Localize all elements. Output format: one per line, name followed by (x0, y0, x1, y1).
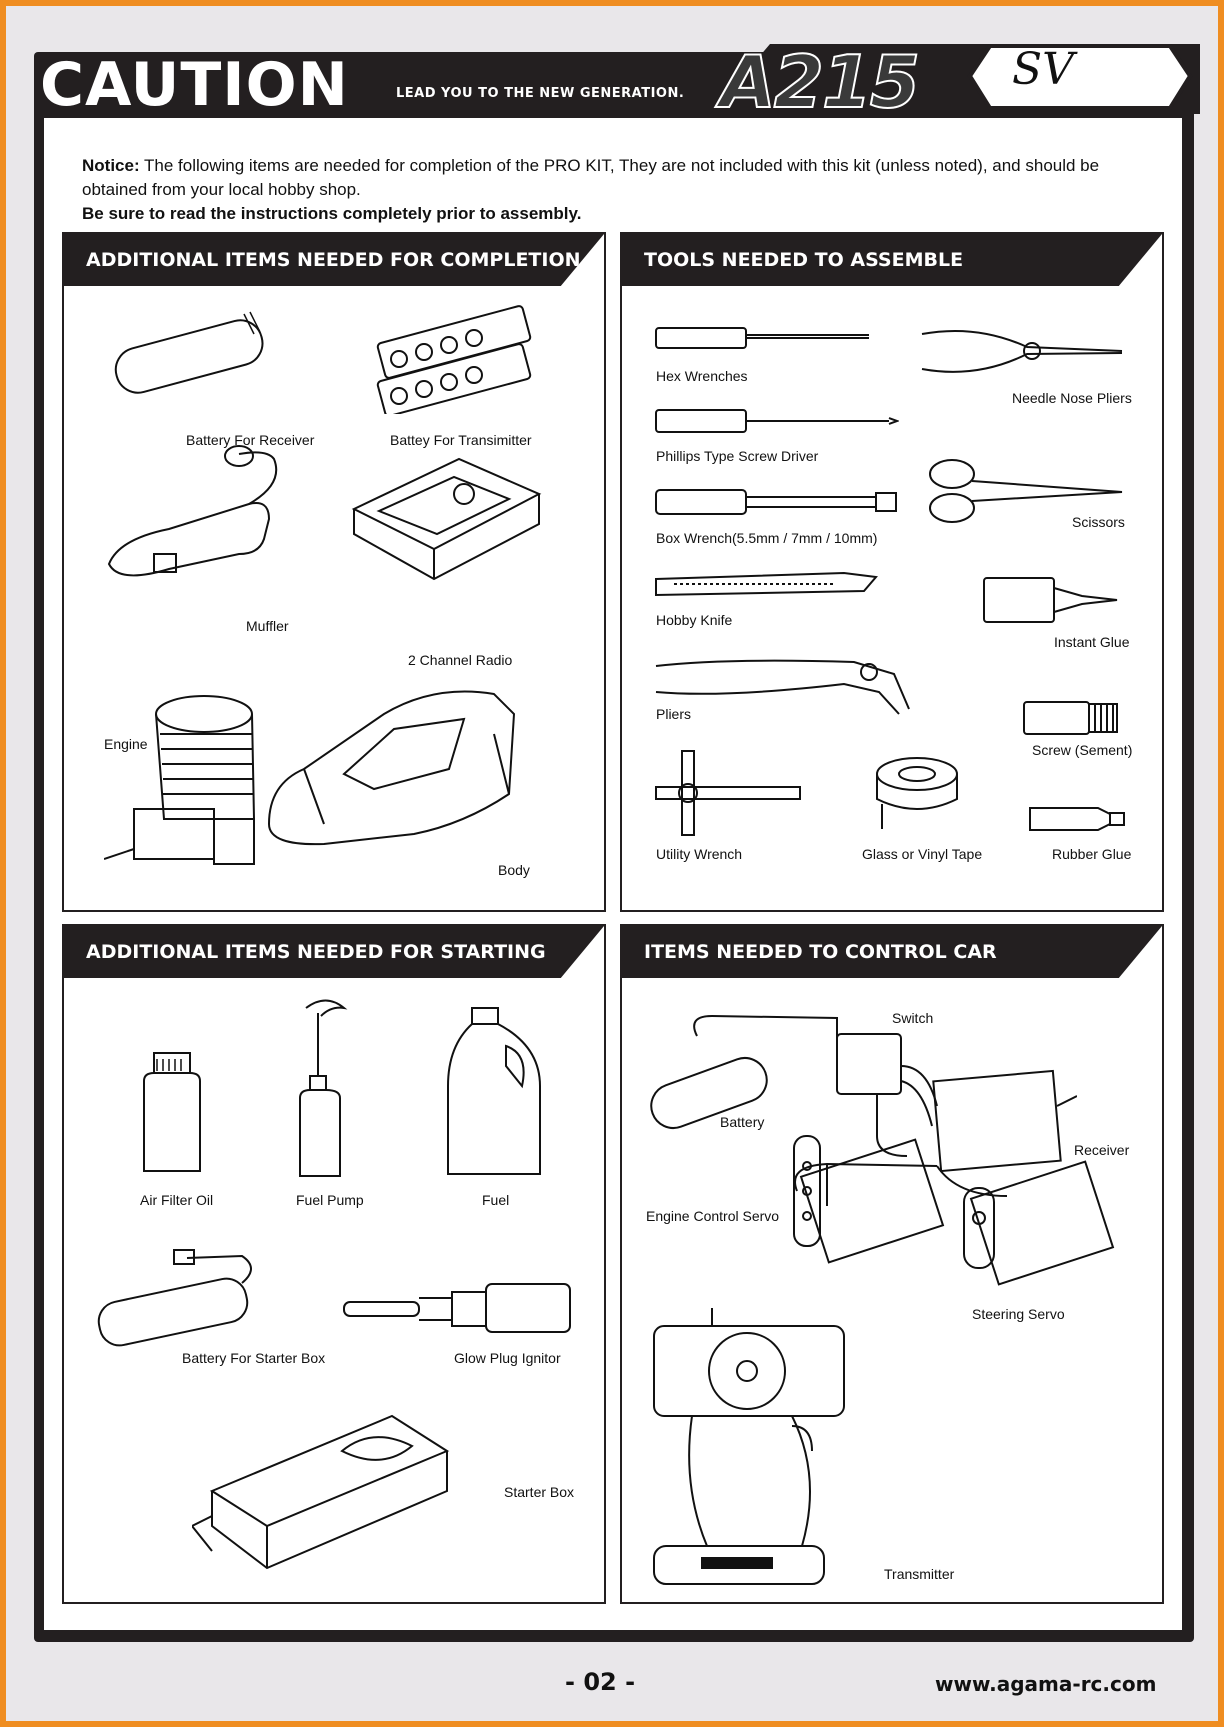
transmitter-icon (653, 1308, 845, 1585)
fuel-pump-icon (299, 999, 348, 1177)
panel-starting-title: ADDITIONAL ITEMS NEEDED FOR STARTING (64, 926, 604, 978)
car-body-icon (267, 690, 516, 846)
tool-label: Pliers (656, 706, 692, 722)
brand-suffix: SV (1012, 44, 1074, 95)
caution-title: CAUTION (40, 50, 349, 120)
start-item-label: Fuel Pump (296, 1192, 364, 1208)
steering-servo-icon (963, 1160, 1115, 1286)
fuel-jug-icon (447, 1007, 541, 1175)
control-item-label: Transmitter (884, 1566, 955, 1582)
control-item-label: Engine Control Servo (646, 1208, 780, 1224)
item-label: Body (498, 862, 530, 878)
item-label: Muffler (246, 618, 289, 634)
brand-logo: A215 (719, 39, 921, 125)
radio-box-icon (351, 457, 542, 581)
start-item-label: Fuel (482, 1192, 510, 1208)
instant-glue-icon (983, 577, 1118, 623)
brand-banner (710, 44, 1200, 114)
tagline: LEAD YOU TO THE NEW GENERATION. (396, 86, 685, 101)
hobby-knife-icon (655, 571, 878, 597)
scissors-icon (929, 459, 1123, 523)
tool-label: Needle Nose Pliers (1012, 390, 1132, 406)
start-item-label: Air Filter Oil (140, 1192, 214, 1208)
tool-label: Hobby Knife (656, 612, 733, 628)
needle-nose-pliers-icon (921, 330, 1123, 373)
notice-warning: Be sure to read the instructions complet… (82, 204, 582, 223)
screw-cement-icon (1023, 701, 1118, 735)
rubber-glue-icon (1029, 807, 1125, 831)
panel-tools: TOOLS NEEDED TO ASSEMBLE Hex Wrenches Ne… (620, 232, 1164, 912)
transmitter-battery-icon (376, 305, 532, 414)
air-filter-oil-icon (143, 1052, 201, 1172)
starter-battery-icon (97, 1249, 252, 1347)
panel-control: ITEMS NEEDED TO CONTROL CAR Switch Batte… (620, 924, 1164, 1604)
engine-servo-icon (793, 1135, 945, 1264)
panel-tools-title: TOOLS NEEDED TO ASSEMBLE (622, 234, 1162, 286)
pliers-icon (655, 659, 910, 715)
control-item-label: Receiver (1074, 1142, 1130, 1158)
tool-label: Utility Wrench (656, 846, 743, 862)
receiver-battery-icon (114, 311, 264, 394)
tool-label: Scissors (1072, 514, 1125, 530)
utility-wrench-icon (655, 750, 801, 836)
notice-text: The following items are needed for compl… (82, 156, 1100, 199)
tool-label: Glass or Vinyl Tape (862, 846, 983, 862)
tool-label: Box Wrench(5.5mm / 7mm / 10mm) (656, 530, 878, 546)
tool-label: Instant Glue (1054, 634, 1130, 650)
glow-ignitor-icon (343, 1283, 571, 1333)
screwdriver-icon (655, 409, 899, 433)
tool-label: Phillips Type Screw Driver (656, 448, 819, 464)
item-label: Engine (104, 736, 148, 752)
tool-label: Screw (Sement) (1032, 742, 1133, 758)
start-item-label: Starter Box (504, 1484, 575, 1500)
notice-label: Notice: (82, 156, 140, 175)
panel-completion-title: ADDITIONAL ITEMS NEEDED FOR COMPLETION (64, 234, 604, 286)
item-label: Battery For Receiver (186, 432, 315, 448)
box-wrench-icon (655, 489, 897, 515)
panel-starting: ADDITIONAL ITEMS NEEDED FOR STARTING Air… (62, 924, 606, 1604)
starter-box-icon (192, 1414, 450, 1570)
page-number: - 02 - (565, 1668, 636, 1696)
control-item-label: Battery (720, 1114, 765, 1130)
hex-wrench-icon (655, 327, 869, 349)
website-link[interactable]: www.agama-rc.com (935, 1672, 1157, 1696)
tape-icon (876, 757, 958, 829)
start-item-label: Battery For Starter Box (182, 1350, 326, 1366)
item-label: Battey For Transimitter (390, 432, 532, 448)
tool-label: Hex Wrenches (656, 368, 748, 384)
notice-block: Notice: The following items are needed f… (82, 154, 1142, 226)
item-label: 2 Channel Radio (408, 652, 513, 668)
panel-completion: ADDITIONAL ITEMS NEEDED FOR COMPLETION B… (62, 232, 606, 912)
receiver-wiring-icon (650, 1014, 1077, 1206)
tool-label: Rubber Glue (1052, 846, 1132, 862)
muffler-icon (107, 445, 278, 577)
panel-control-title: ITEMS NEEDED TO CONTROL CAR (622, 926, 1162, 978)
control-item-label: Switch (892, 1010, 934, 1026)
engine-icon (104, 695, 256, 865)
start-item-label: Glow Plug Ignitor (454, 1350, 561, 1366)
control-item-label: Steering Servo (972, 1306, 1065, 1322)
